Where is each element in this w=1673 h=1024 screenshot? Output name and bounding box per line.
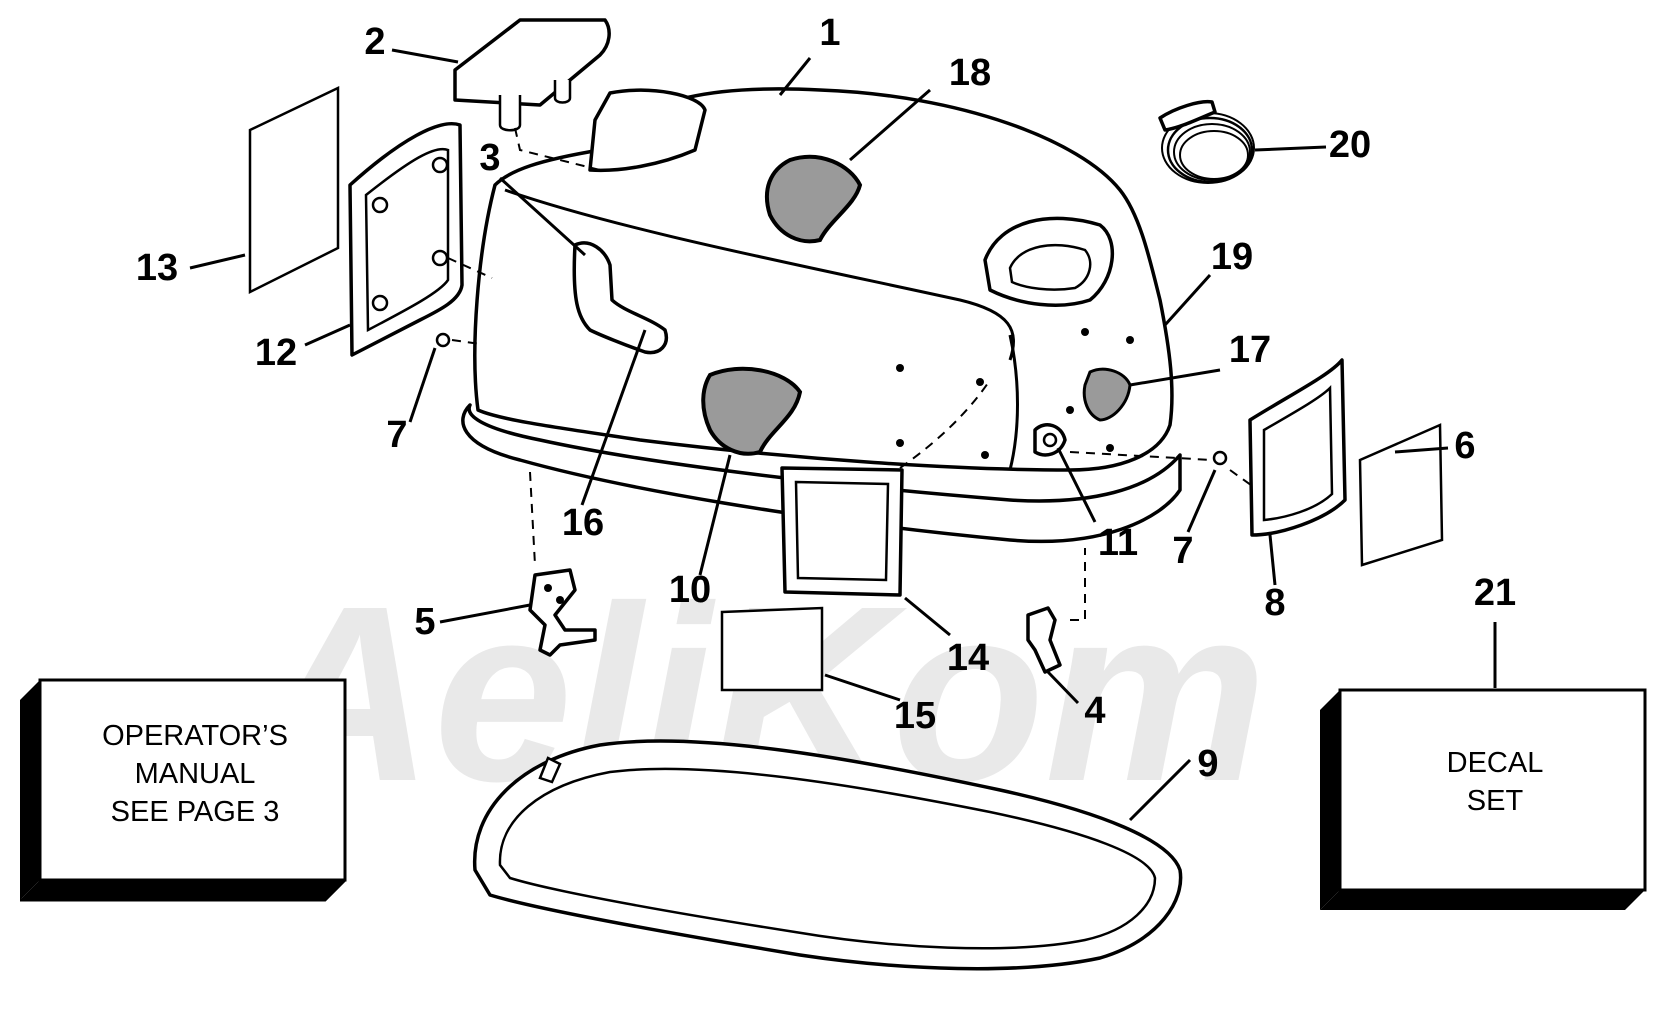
cable-20 bbox=[1158, 99, 1255, 184]
frame-12 bbox=[348, 122, 464, 357]
bracket-5 bbox=[528, 568, 597, 657]
decal-set-box: DECAL SET bbox=[1320, 688, 1647, 910]
callout-10: 10 bbox=[669, 569, 711, 611]
callout-11: 11 bbox=[1098, 522, 1138, 564]
bracket-4 bbox=[1026, 606, 1062, 674]
callout-19: 19 bbox=[1211, 236, 1253, 278]
callout-14: 14 bbox=[947, 637, 989, 679]
operators-box-line1: OPERATOR’S bbox=[102, 720, 288, 752]
decal-box-line1: DECAL bbox=[1447, 747, 1544, 779]
decal-13 bbox=[248, 86, 340, 295]
callout-13: 13 bbox=[136, 247, 178, 289]
frame-14 bbox=[780, 466, 904, 597]
callout-17: 17 bbox=[1229, 329, 1271, 371]
callout-7-left: 7 bbox=[386, 414, 407, 456]
screw-7-left bbox=[435, 332, 481, 348]
cap-2 bbox=[453, 18, 611, 132]
callout-9: 9 bbox=[1197, 743, 1218, 785]
engine-cover bbox=[461, 87, 1182, 544]
callout-4: 4 bbox=[1084, 690, 1105, 732]
decal-6 bbox=[1358, 423, 1444, 567]
callout-8: 8 bbox=[1264, 582, 1285, 624]
leader-lines bbox=[189, 48, 1497, 822]
callout-21: 21 bbox=[1474, 572, 1516, 614]
callout-3: 3 bbox=[479, 137, 500, 179]
callout-16: 16 bbox=[562, 502, 604, 544]
callout-2: 2 bbox=[364, 21, 385, 63]
callout-7-right: 7 bbox=[1172, 530, 1193, 572]
operators-box-line3: SEE PAGE 3 bbox=[111, 796, 280, 828]
callout-18: 18 bbox=[949, 52, 991, 94]
callout-12: 12 bbox=[255, 332, 297, 374]
callout-5: 5 bbox=[414, 601, 435, 643]
decal-15 bbox=[720, 606, 824, 692]
callouts: 1 2 3 4 5 6 7 7 8 9 10 11 12 13 14 15 16… bbox=[136, 12, 1516, 785]
callout-15: 15 bbox=[894, 695, 936, 737]
frame-8 bbox=[1248, 358, 1347, 537]
decal-box-line2: SET bbox=[1467, 785, 1524, 817]
operators-manual-box: OPERATOR’S MANUAL SEE PAGE 3 bbox=[20, 678, 347, 902]
callout-20: 20 bbox=[1329, 124, 1371, 166]
gasket-9 bbox=[472, 739, 1183, 971]
callout-6: 6 bbox=[1454, 425, 1475, 467]
cover-holes bbox=[896, 328, 1134, 459]
screw-7-right bbox=[1069, 450, 1256, 489]
operators-box-line2: MANUAL bbox=[135, 758, 256, 790]
callout-1: 1 bbox=[819, 12, 840, 54]
